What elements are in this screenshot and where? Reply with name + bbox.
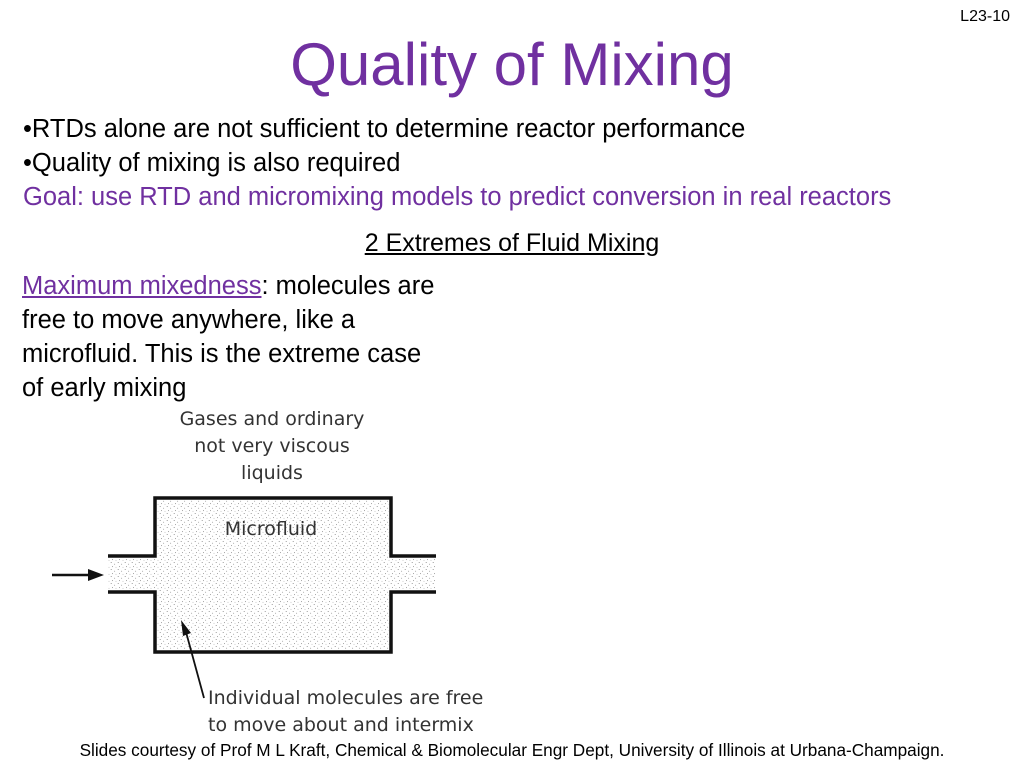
slide-number: L23-10 (960, 8, 1010, 25)
description-line-4: of early mixing (22, 374, 187, 402)
figure-top-caption-3: liquids (241, 462, 303, 484)
vessel-label: Microfluid (225, 518, 318, 540)
vessel-wall-top (108, 496, 436, 558)
bullet-rtd-insufficient: •RTDs alone are not sufficient to determ… (23, 115, 746, 143)
footer-credit: Slides courtesy of Prof M L Kraft, Chemi… (79, 740, 945, 760)
figure-top-caption-1: Gases and ordinary (180, 408, 365, 430)
vessel-wall-bottom (108, 590, 436, 654)
slide-title: Quality of Mixing (290, 31, 734, 98)
goal-statement: Goal: use RTD and micromixing models to … (23, 183, 892, 211)
bullet-mixing-required: •Quality of mixing is also required (23, 149, 401, 177)
microfluid-diagram: Gases and ordinary not very viscous liqu… (52, 408, 483, 736)
figure-top-caption-2: not very viscous (194, 435, 350, 457)
figure-bottom-caption-1: Individual molecules are free (208, 687, 483, 709)
pointer-arrow-icon (181, 620, 205, 699)
max-mixedness-description: Maximum mixedness: molecules are free to… (22, 269, 492, 405)
vessel-fluid-fill (108, 500, 436, 650)
inlet-arrow-icon (52, 569, 104, 581)
microfluid-figure: Gases and ordinary not very viscous liqu… (40, 400, 510, 740)
description-line-1: Maximum mixedness: molecules are (22, 269, 492, 303)
description-line-2: free to move anywhere, like a (22, 306, 356, 334)
description-line-3: microfluid. This is the extreme case (22, 340, 422, 368)
bullet-list: •RTDs alone are not sufficient to determ… (23, 112, 1013, 214)
max-mixedness-term: Maximum mixedness (22, 272, 262, 300)
section-heading: 2 Extremes of Fluid Mixing (0, 226, 1024, 260)
description-text-1: : molecules are (261, 272, 435, 300)
section-heading-text: 2 Extremes of Fluid Mixing (364, 229, 660, 257)
figure-bottom-caption-2: to move about and intermix (208, 714, 474, 736)
